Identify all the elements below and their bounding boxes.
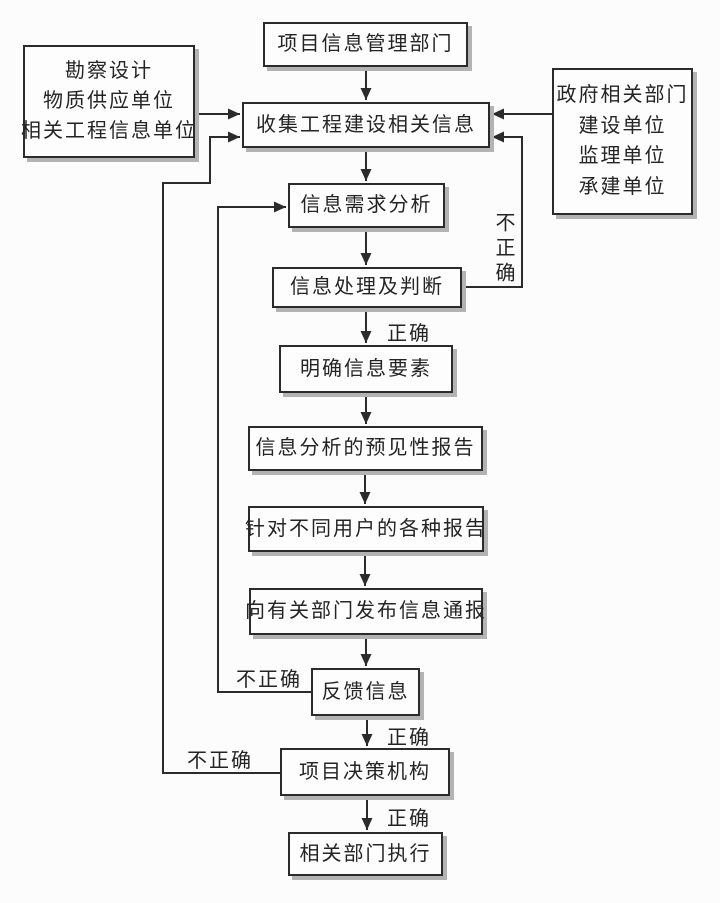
edge-label-decision-correct: 正确 [387, 808, 431, 830]
edge-decision-incorrect-to-collect [162, 131, 280, 774]
node-feedback: 反馈信息 [311, 668, 420, 716]
node-execute: 相关部门执行 [288, 832, 443, 876]
edge-label-process-correct: 正确 [387, 323, 431, 345]
node-right-sources: 政府相关部门 建设单位 监理单位 承建单位 [552, 68, 693, 215]
node-right-sources-line-4: 承建单位 [578, 176, 667, 199]
edge-label-process-incorrect: 不正确 [492, 212, 514, 287]
node-right-sources-line-1: 政府相关部门 [556, 83, 689, 106]
node-user-reports: 针对不同用户的各种报告 [245, 506, 485, 552]
node-left-sources-line-1: 勘察设计 [65, 60, 153, 82]
edge-label-feedback-correct: 正确 [387, 727, 431, 749]
node-left-sources-line-2: 物质供应单位 [43, 90, 175, 112]
node-left-sources: 勘察设计 物质供应单位 相关工程信息单位 [21, 45, 197, 158]
node-collect-info: 收集工程建设相关信息 [242, 102, 490, 148]
node-notify-departments: 向有关部门发布信息通报 [245, 588, 485, 635]
node-predictive-report: 信息分析的预见性报告 [248, 426, 483, 471]
node-process-judge: 信息处理及判断 [272, 267, 462, 308]
edge-judge-incorrect-to-collect [462, 131, 523, 288]
edge-label-feedback-incorrect: 不正确 [236, 669, 302, 691]
node-right-sources-line-3: 监理单位 [578, 145, 667, 168]
node-clarify-elements: 明确信息要素 [279, 345, 453, 393]
edge-label-decision-incorrect: 不正确 [187, 750, 253, 772]
node-project-info-dept: 项目信息管理部门 [263, 22, 468, 67]
node-decision-body: 项目决策机构 [280, 748, 450, 796]
edge-feedback-incorrect-to-analysis [217, 201, 311, 693]
node-demand-analysis: 信息需求分析 [288, 183, 445, 228]
node-right-sources-line-2: 建设单位 [578, 114, 667, 137]
node-left-sources-line-3: 相关工程信息单位 [21, 120, 197, 142]
